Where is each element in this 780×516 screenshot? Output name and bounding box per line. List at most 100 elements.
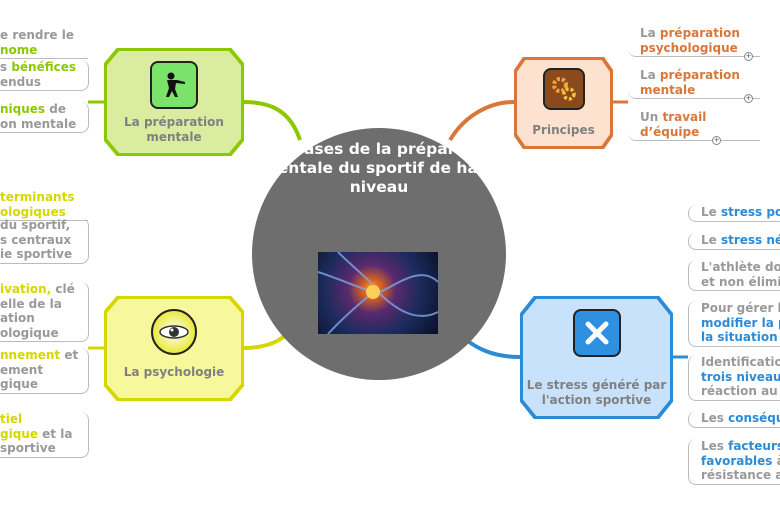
topic-label: Principes [532,123,595,137]
expand-plus-icon[interactable]: + [712,136,721,145]
highlighted-text: mentale [640,82,696,97]
subtopic-line: Les facteurs [701,439,780,454]
subtopic-line: ologique [0,326,88,341]
subtopic-line: psychologique [640,41,760,56]
subtopic-line: ologiques [0,205,88,220]
topic-label: La psychologie [123,365,225,379]
text: et la [37,426,73,441]
text: e rendre le [0,28,74,42]
subtopic-line: la situation [701,330,780,345]
highlighted-text: tiel [0,412,23,426]
topic-mental-preparation[interactable]: La préparation mentale [104,48,244,156]
text: Pour gérer l [701,301,780,315]
subtopic-line: e rendre le [0,28,88,43]
highlighted-text: nnement [0,348,61,362]
highlighted-text: modifier la p [701,315,780,330]
subtopic-line: et non élimi [701,275,780,290]
highlighted-text: travail [662,110,707,124]
highlighted-text: trois niveau [701,369,780,384]
text: résistance a [701,468,780,482]
text: ement [0,362,44,377]
subtopic-line: gique et la [0,427,88,442]
subtopic-line: Pour gérer l [701,301,780,316]
text: à [772,454,780,468]
highlighted-text: psychologique [640,40,738,55]
subtopic-line: nnement et [0,348,88,363]
text: La [640,26,660,40]
highlighted-text: favorables [701,453,773,468]
subtopic-line: ivation, clé [0,282,88,297]
subtopic-line: ie sportive [0,247,88,262]
highlighted-text: ivation, [0,282,52,296]
text: clé [51,282,75,296]
text: s [0,60,12,74]
central-topic[interactable]: Les bases de la préparation mentale du s… [252,128,506,380]
topic-stress[interactable]: Le stress généré par l'action sportive [520,296,673,419]
topic-label: La préparation mentale [124,115,224,144]
subtopic-line: niques de [0,102,88,117]
subtopic-line: Identificatio [701,355,780,370]
expand-plus-icon[interactable]: + [744,94,753,103]
topic-label: Le stress généré par l'action sportive [526,378,667,407]
text: elle de la [0,296,62,311]
highlighted-text: nome [0,42,38,57]
topic-psychology[interactable]: La psychologie [104,296,244,401]
subtopic-line: endus [0,75,88,90]
subtopic-line: s centraux [0,233,88,248]
highlighted-text: préparation [659,68,740,82]
text: du sportif, [0,218,71,232]
subtopic-line: ement [0,363,88,378]
subtopic-line: Le stress né [701,233,780,248]
central-topic-title: Les bases de la préparation mentale du s… [257,140,501,196]
soldier-icon [150,61,198,109]
subtopic-line: elle de la [0,297,88,312]
subtopic-line: L'athlète do [701,260,780,275]
subtopic-line: nome [0,43,88,58]
subtopic-line: Les conséqu [701,411,780,426]
subtopic-line: trois niveau [701,370,780,385]
highlighted-text: stress né [720,233,780,247]
text: et [60,348,79,362]
subtopic-line: du sportif, [0,218,88,233]
subtopic-line: La préparation [640,68,760,83]
subtopic-stress-1[interactable]: Le stress né [688,233,780,250]
text: ie sportive [0,247,73,261]
subtopic-stress-0[interactable]: Le stress po [688,205,780,222]
subtopic-line: terminants [0,190,88,205]
text: La [640,68,660,82]
subtopic-line: tiel [0,412,88,427]
topic-principles[interactable]: Principes [514,57,613,149]
subtopic-stress-5[interactable]: Les conséqu [688,411,780,428]
close-x-icon [572,309,621,357]
highlighted-text: gique [0,426,38,441]
highlighted-text: préparation [659,26,740,40]
subtopic-line: La préparation [640,26,760,41]
text: ologique [0,325,59,340]
subtopic-line: gique [0,377,88,392]
expand-plus-icon[interactable]: + [744,52,753,61]
text: Les [701,439,729,453]
highlighted-text: facteurs [728,439,780,453]
highlighted-text: ologiques [0,204,66,219]
subtopic-line: Un travail [640,110,760,125]
subtopic-line: résistance a [701,468,780,483]
subtopic-line: ation [0,311,88,326]
text: Les [701,411,729,425]
text: et non élimi [701,274,780,289]
highlighted-text: la situation [701,330,778,344]
